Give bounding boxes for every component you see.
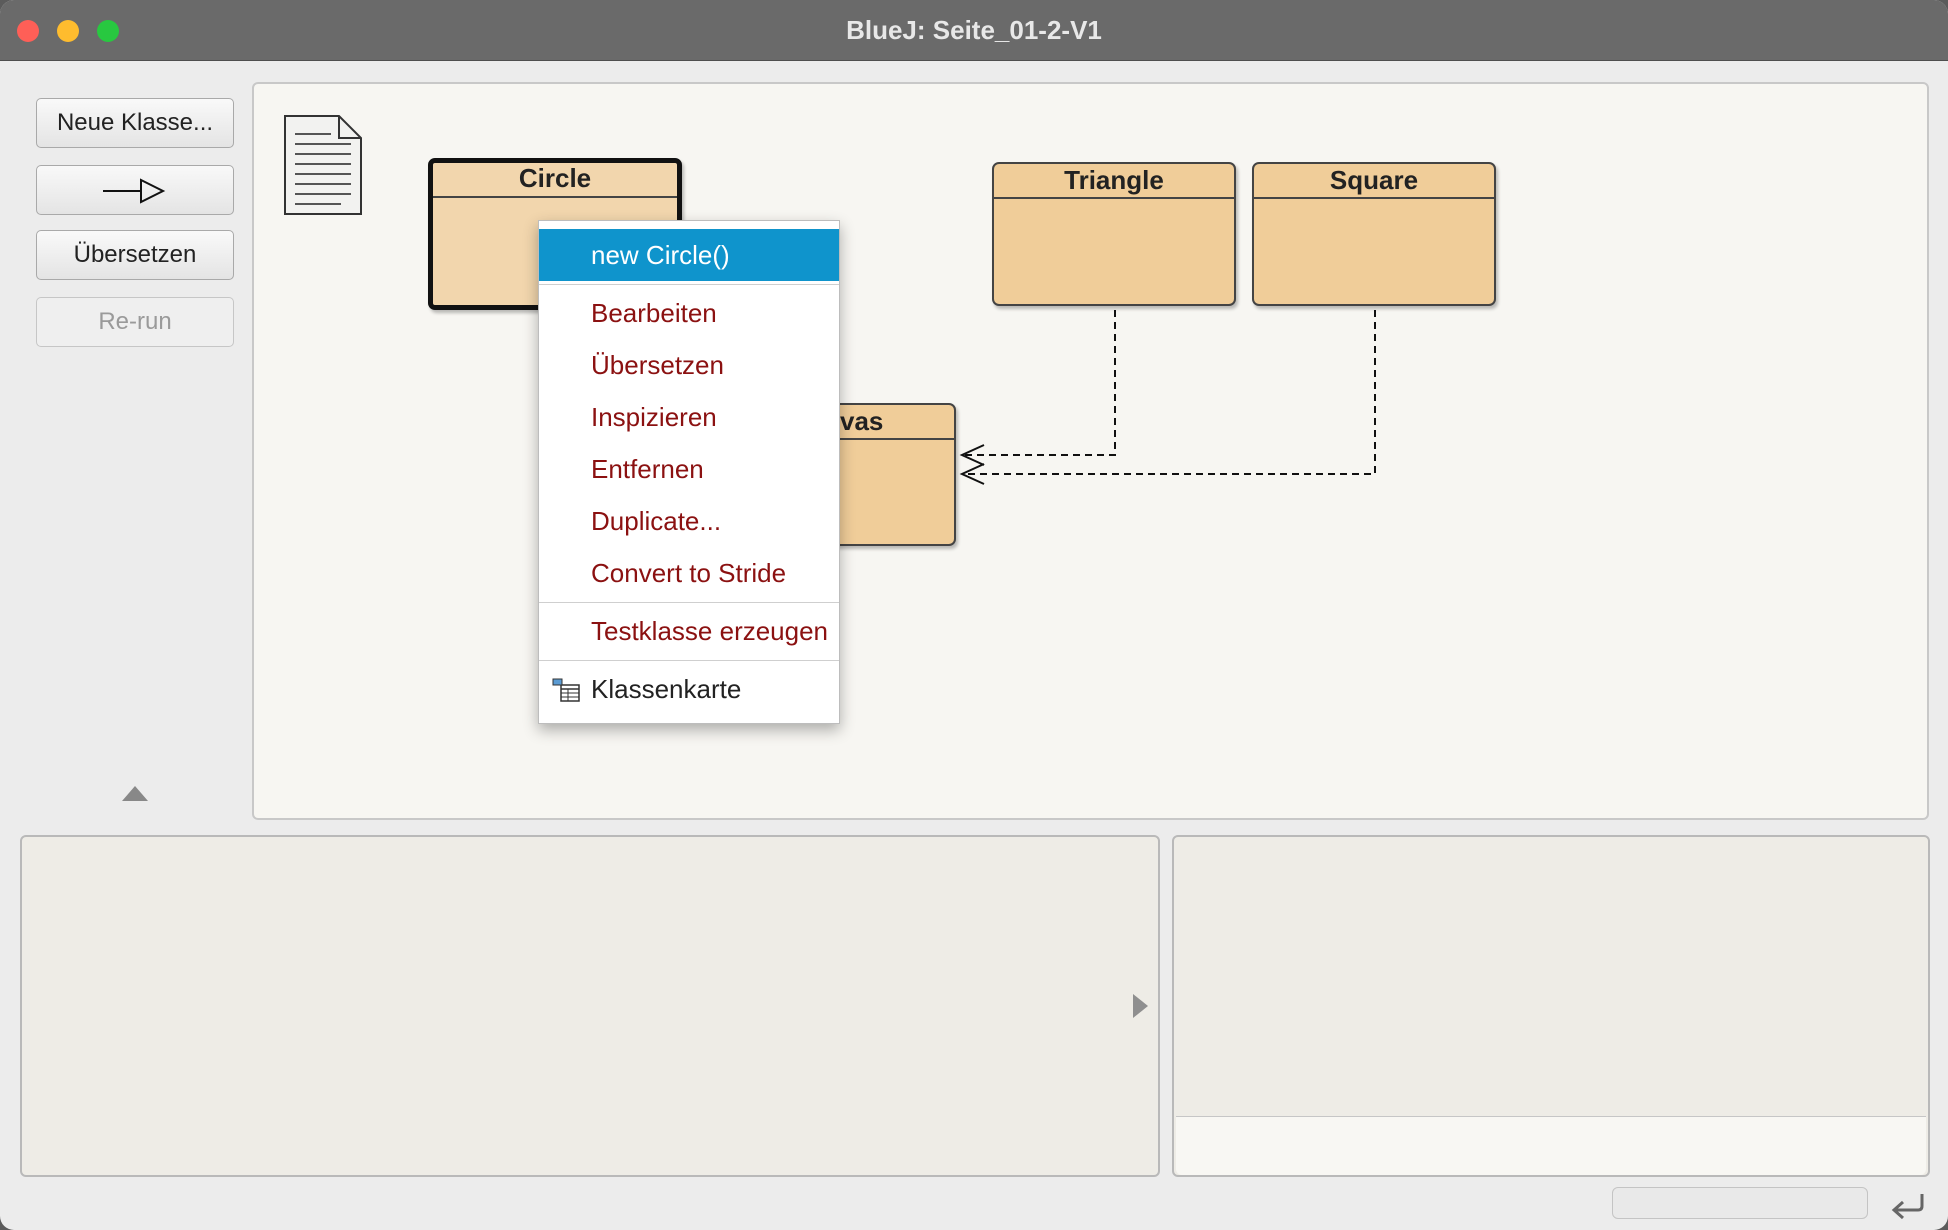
menu-separator bbox=[539, 660, 839, 661]
class-name: Circle bbox=[433, 163, 677, 198]
new-inheritance-arrow-button[interactable] bbox=[36, 165, 234, 215]
class-square[interactable]: Square bbox=[1252, 162, 1496, 306]
readme-document-icon[interactable] bbox=[281, 112, 365, 218]
class-canvas[interactable]: vas bbox=[826, 403, 956, 546]
menu-separator bbox=[539, 602, 839, 603]
menu-item-new-circle[interactable]: new Circle() bbox=[539, 229, 839, 281]
inheritance-arrow-icon bbox=[103, 178, 166, 204]
status-field bbox=[1612, 1187, 1868, 1219]
window-title: BlueJ: Seite_01-2-V1 bbox=[846, 15, 1102, 45]
menu-item-create-test-class[interactable]: Testklasse erzeugen bbox=[591, 616, 829, 646]
class-name: Square bbox=[1254, 164, 1494, 199]
class-context-menu: new Circle() Bearbeiten Übersetzen Inspi… bbox=[538, 220, 840, 724]
zoom-window-button[interactable] bbox=[97, 20, 119, 42]
menu-separator bbox=[539, 284, 839, 285]
expand-right-icon[interactable] bbox=[1133, 994, 1148, 1018]
rerun-button: Re-run bbox=[36, 297, 234, 347]
title-bar: BlueJ: Seite_01-2-V1 bbox=[0, 0, 1948, 61]
minimize-window-button[interactable] bbox=[57, 20, 79, 42]
menu-item-duplicate[interactable]: Duplicate... bbox=[591, 506, 722, 536]
new-class-button[interactable]: Neue Klasse... bbox=[36, 98, 234, 148]
compile-button[interactable]: Übersetzen bbox=[36, 230, 234, 280]
menu-item-remove[interactable]: Entfernen bbox=[591, 454, 704, 484]
collapse-up-icon[interactable] bbox=[122, 786, 148, 801]
menu-item-inspect[interactable]: Inspizieren bbox=[591, 402, 717, 432]
codepad-input[interactable] bbox=[1176, 1116, 1926, 1175]
menu-item-edit[interactable]: Bearbeiten bbox=[591, 298, 717, 328]
class-card-icon bbox=[552, 678, 580, 702]
class-triangle[interactable]: Triangle bbox=[992, 162, 1236, 306]
menu-item-class-card[interactable]: Klassenkarte bbox=[539, 663, 839, 715]
object-bench[interactable] bbox=[20, 835, 1160, 1177]
menu-item-convert-to-stride[interactable]: Convert to Stride bbox=[591, 558, 787, 588]
menu-item-label: Klassenkarte bbox=[591, 674, 742, 704]
class-name: Triangle bbox=[994, 164, 1234, 199]
class-name: vas bbox=[828, 405, 954, 440]
close-window-button[interactable] bbox=[17, 20, 39, 42]
return-icon[interactable] bbox=[1888, 1188, 1926, 1222]
menu-item-compile[interactable]: Übersetzen bbox=[591, 350, 724, 380]
